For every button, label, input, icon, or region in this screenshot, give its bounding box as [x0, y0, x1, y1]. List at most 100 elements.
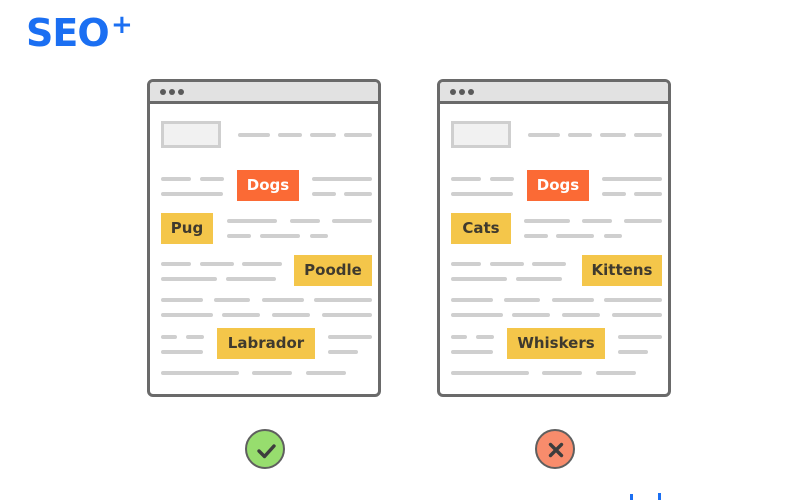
image-placeholder [161, 121, 221, 148]
text-line [222, 313, 260, 317]
related-keyword-tag: Poodle [294, 255, 372, 286]
browser-titlebar [150, 82, 378, 104]
text-line [161, 192, 223, 196]
logo-text: SEO [26, 11, 110, 55]
text-line [451, 371, 529, 375]
x-icon [548, 442, 564, 458]
text-line [634, 133, 662, 137]
seo-plus-logo: SEO [26, 11, 110, 55]
text-line [451, 335, 467, 339]
text-line [310, 234, 328, 238]
check-icon [257, 444, 276, 459]
text-line [186, 335, 204, 339]
text-line [312, 192, 336, 196]
text-line [612, 313, 662, 317]
text-line [214, 298, 250, 302]
text-line [312, 177, 372, 181]
related-keyword-tag: Pug [161, 213, 213, 244]
text-line [562, 313, 600, 317]
logo-plus-sign: + [111, 10, 133, 40]
text-line [504, 298, 540, 302]
text-line [451, 177, 481, 181]
text-line [332, 219, 372, 223]
text-line [161, 277, 217, 281]
text-line [227, 219, 277, 223]
unrelated-keyword-tag: Cats [451, 213, 511, 244]
text-line [260, 234, 300, 238]
browser-titlebar [440, 82, 668, 104]
window-dot-icon [178, 89, 184, 95]
text-line [272, 313, 310, 317]
text-line [242, 262, 282, 266]
text-line [542, 371, 582, 375]
image-placeholder [451, 121, 511, 148]
text-line [476, 335, 494, 339]
text-line [290, 219, 320, 223]
rejected-status [535, 429, 575, 469]
text-line [278, 133, 302, 137]
text-line [556, 234, 594, 238]
window-dot-icon [450, 89, 456, 95]
text-line [512, 313, 550, 317]
text-line [524, 234, 548, 238]
main-keyword-tag: Dogs [527, 170, 589, 201]
text-line [634, 192, 662, 196]
bad-example-page: Dogs Cats Kittens Whiskers [437, 79, 671, 397]
text-line [490, 177, 514, 181]
unrelated-keyword-tag: Whiskers [507, 328, 605, 359]
text-line [161, 350, 203, 354]
main-keyword-tag: Dogs [237, 170, 299, 201]
text-line [451, 298, 493, 302]
text-line [600, 133, 626, 137]
text-line [161, 313, 213, 317]
text-line [252, 371, 292, 375]
text-line [314, 298, 372, 302]
text-line [624, 219, 662, 223]
text-line [568, 133, 592, 137]
text-line [528, 133, 560, 137]
window-dot-icon [160, 89, 166, 95]
text-line [532, 262, 566, 266]
text-line [596, 371, 636, 375]
text-line [604, 298, 662, 302]
unrelated-keyword-tag: Kittens [582, 255, 662, 286]
approved-status [245, 429, 285, 469]
text-line [618, 335, 662, 339]
text-line [516, 277, 562, 281]
window-dot-icon [169, 89, 175, 95]
text-line [161, 262, 191, 266]
text-line [604, 234, 622, 238]
text-line [451, 192, 513, 196]
text-line [451, 262, 481, 266]
text-line [618, 350, 648, 354]
text-line [328, 335, 372, 339]
window-dot-icon [459, 89, 465, 95]
text-line [161, 177, 191, 181]
text-line [451, 350, 493, 354]
text-line [344, 192, 372, 196]
cropped-watermark-mark [630, 493, 661, 500]
text-line [161, 298, 203, 302]
text-line [226, 277, 276, 281]
text-line [602, 177, 662, 181]
text-line [524, 219, 570, 223]
text-line [490, 262, 524, 266]
text-line [161, 335, 177, 339]
text-line [344, 133, 372, 137]
text-line [552, 298, 594, 302]
good-example-page: Dogs Pug Poodle Labrador [147, 79, 381, 397]
text-line [161, 371, 239, 375]
text-line [200, 177, 224, 181]
text-line [582, 219, 612, 223]
text-line [602, 192, 626, 196]
text-line [451, 313, 503, 317]
related-keyword-tag: Labrador [217, 328, 315, 359]
text-line [451, 277, 507, 281]
text-line [306, 371, 346, 375]
text-line [328, 350, 358, 354]
text-line [200, 262, 234, 266]
text-line [322, 313, 372, 317]
text-line [310, 133, 336, 137]
text-line [262, 298, 304, 302]
text-line [238, 133, 270, 137]
